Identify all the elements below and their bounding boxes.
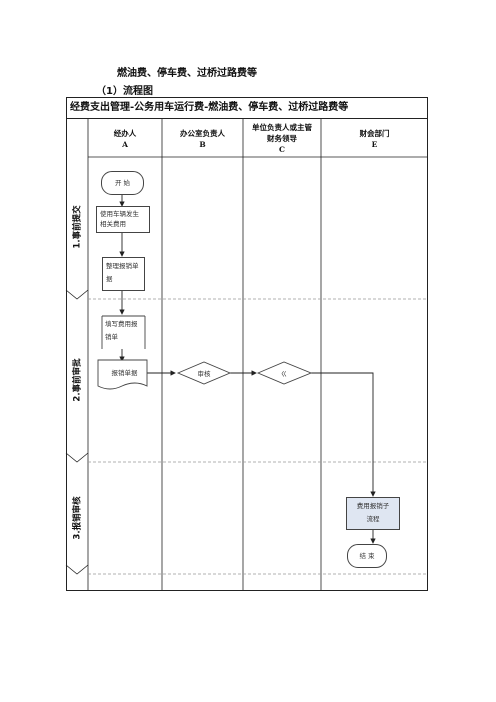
- column-header-a: 经办人 A: [88, 120, 162, 150]
- column-e-code: E: [371, 140, 378, 149]
- column-header-e: 财会部门 E: [321, 120, 428, 150]
- expense-voucher-document: 报销单据: [111, 369, 138, 377]
- leader-review-decision: ㄍ: [280, 370, 288, 378]
- expense-reimbursement-subprocess: 费用报销子 流程: [346, 497, 400, 530]
- column-c-code: C: [279, 145, 285, 154]
- office-review-decision: 审核: [197, 370, 211, 378]
- section-subtitle: （1）流程图: [96, 86, 153, 97]
- column-c-name: 单位负责人或主管 财务领导: [252, 123, 312, 143]
- end-node: 结 束: [347, 544, 387, 568]
- column-e-name: 财会部门: [359, 129, 390, 138]
- column-a-code: A: [122, 140, 128, 149]
- column-header-c: 单位负责人或主管 财务领导 C: [243, 120, 321, 155]
- start-node: 开 始: [101, 171, 144, 195]
- column-header-b: 办公室负责人 B: [162, 120, 243, 150]
- flowchart-title: 经费支出管理-公务用车运行费-燃油费、停车费、过桥过路费等: [66, 97, 428, 119]
- column-b-name: 办公室负责人: [180, 129, 225, 138]
- section-title: 燃油费、停车费、过桥过路费等: [117, 68, 257, 79]
- column-b-code: B: [199, 140, 206, 149]
- organize-receipts-step: 整理报销单 据: [102, 257, 145, 291]
- fill-expense-form-step: 填写费用报 销单: [102, 316, 145, 349]
- incur-expense-step: 使用车辆发生 相关费用: [96, 206, 150, 233]
- flowchart-frame: [66, 97, 428, 591]
- column-a-name: 经办人: [113, 129, 137, 138]
